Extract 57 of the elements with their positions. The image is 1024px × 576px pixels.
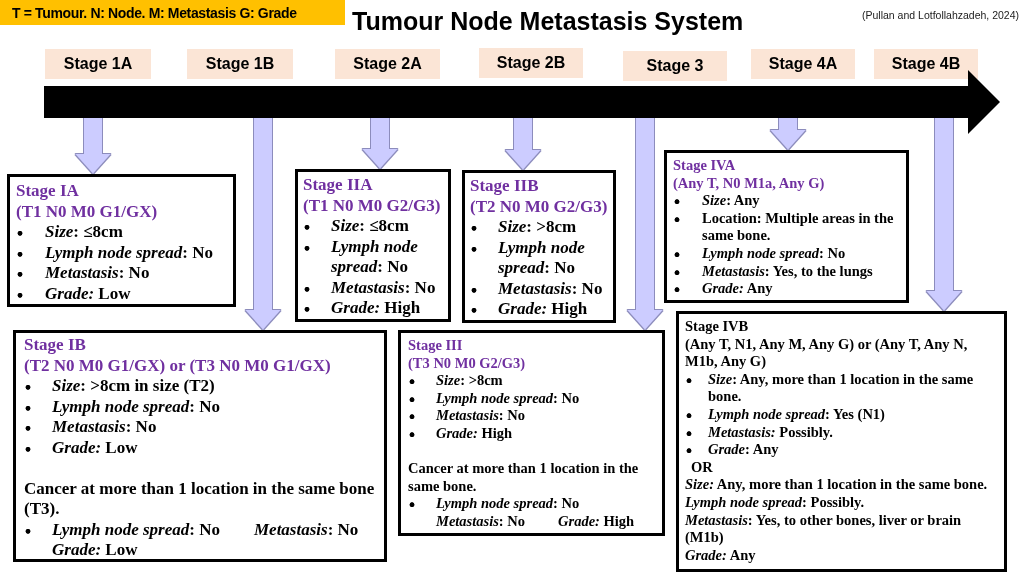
stage-heading: Stage IVA xyxy=(673,157,736,175)
stage-card xyxy=(13,330,387,562)
stage-label: Stage 1A xyxy=(45,49,151,79)
arrow xyxy=(75,118,111,174)
stage-card xyxy=(462,170,616,323)
bullet-text: Grade: High xyxy=(558,512,635,529)
bullet-item: Size: Any xyxy=(673,192,760,210)
stage-card xyxy=(398,330,665,536)
arrow xyxy=(362,118,398,169)
stage-label: Stage 1B xyxy=(187,49,293,79)
arrow xyxy=(926,118,962,311)
stage-classification: (T1 N0 M0 G1/GX) xyxy=(16,201,158,222)
bullet-text: Metastasis: No xyxy=(436,512,526,529)
note-text: Cancer at more than 1 location in the same bone (T3). xyxy=(24,478,376,520)
note-text: Size: Any, more than 1 location in the same bone. xyxy=(685,476,988,494)
stage-card xyxy=(7,174,236,307)
stage-heading: Stage IIA xyxy=(303,175,373,196)
bullet-text: Lymph node spread: No xyxy=(52,519,220,539)
note-text: Lymph node spread: Possibly. xyxy=(685,493,865,512)
stage-heading: Stage IB xyxy=(24,335,86,356)
bullet-item: Grade: Any xyxy=(685,441,779,459)
stage-card xyxy=(295,169,451,322)
note-text: Grade: Any xyxy=(685,546,756,565)
stage-classification: (T2 N0 M0 G1/GX) or (T3 N0 M0 G1/GX) xyxy=(24,355,331,376)
citation-text: (Pullan and Lotfollahzadeh, 2024) xyxy=(862,9,1020,21)
stage-card xyxy=(664,150,909,303)
stage-label: Stage 4B xyxy=(874,49,978,79)
stage-label: Stage 2B xyxy=(479,48,583,78)
stage-heading: Stage III xyxy=(408,337,463,355)
or-label: OR xyxy=(691,458,713,477)
stage-label: Stage 2A xyxy=(335,49,440,79)
stage-heading: Stage IVB xyxy=(685,318,749,336)
stage-classification: (T2 N0 M0 G2/G3) xyxy=(470,196,608,217)
bullet-item: Grade: High xyxy=(470,299,588,320)
bullet-item: Grade: Any xyxy=(673,280,773,298)
stage-classification: (T1 N0 M0 G2/G3) xyxy=(303,195,441,216)
diagram-title: Tumour Node Metastasis System xyxy=(352,6,744,37)
stage-heading: Stage IA xyxy=(16,181,79,202)
stage-classification: (Any T, N0 M1a, Any G) xyxy=(673,174,825,193)
bullet-item: Size: >8cm in size (T2) xyxy=(24,376,215,397)
arrow xyxy=(770,118,806,150)
stage-classification: (T3 N0 M0 G2/G3) xyxy=(408,354,526,373)
stage-card xyxy=(676,311,1007,572)
bullet-text: Metastasis: No xyxy=(253,519,359,539)
stage-heading: Stage IIB xyxy=(470,176,539,197)
bullet-text: Grade: Low xyxy=(52,540,138,559)
stage-classification: (Any T, N1, Any M, Any G) or (Any T, Any N, M1b, Any G) xyxy=(685,335,969,371)
bullet-item: Grade: High xyxy=(303,298,421,319)
note-text: Metastasis: Yes, to other bones, liver or brain (M1b) xyxy=(685,511,963,547)
abbreviation-key: T = Tumour. N: Node. M: Metastasis G: Grade xyxy=(0,0,345,25)
bullet-item: Lymph node spread: Yes (N1) xyxy=(685,405,885,424)
stage-label: Stage 4A xyxy=(751,49,855,79)
stage-label: Stage 3 xyxy=(623,51,727,81)
arrow xyxy=(505,118,541,170)
note-text: Cancer at more than 1 location in the same bone. xyxy=(408,460,640,496)
bullet-text: Lymph node spread: No xyxy=(436,495,580,512)
arrow xyxy=(245,118,281,330)
